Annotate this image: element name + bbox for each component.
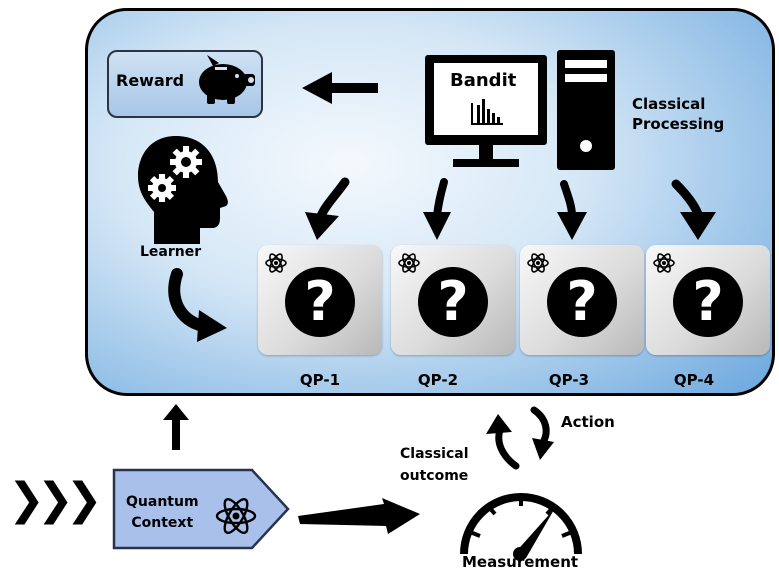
input-chevrons: ❯❯❯ [8, 474, 103, 525]
qp-tile-1: ? [258, 245, 382, 355]
qp-4-label: QP-4 [673, 371, 715, 389]
classical-processing-text: Classical Processing [632, 95, 725, 133]
arrow-to-qp-3 [557, 180, 587, 240]
action-label: Action [561, 413, 615, 431]
monitor-chart-icon [425, 55, 547, 167]
atom-icon [215, 497, 257, 535]
learner-label: Learner [140, 244, 202, 260]
qp-tile-4: ? [646, 245, 770, 355]
arrow-to-qp-2 [423, 178, 451, 240]
arrow-up-to-block [163, 404, 189, 450]
qp-2-label: QP-2 [417, 371, 459, 389]
quantum-context-box [112, 468, 290, 550]
curved-arrow-learner [168, 268, 227, 342]
classical-outcome-label: Classical outcome [400, 446, 469, 484]
atom-icon [398, 253, 420, 273]
question-icon: ? [673, 267, 743, 337]
action-outcome-arrows [486, 406, 554, 470]
qp-1-label: QP-1 [299, 371, 341, 389]
atom-icon [265, 253, 287, 273]
head-gears-icon [138, 136, 228, 244]
arrow-to-reward [302, 72, 378, 104]
question-icon: ? [285, 267, 355, 337]
gauge-icon [460, 493, 582, 561]
atom-icon [653, 253, 675, 273]
piggy-bank-icon [199, 55, 255, 104]
computer-tower-icon [557, 50, 615, 170]
bandit-label: Bandit [450, 70, 517, 91]
atom-icon [527, 253, 549, 273]
qp-tile-3: ? [520, 245, 644, 355]
arrow-to-measurement [298, 498, 420, 534]
question-icon: ? [547, 267, 617, 337]
question-icon: ? [418, 267, 488, 337]
qp-3-label: QP-3 [548, 371, 590, 389]
classical-processing-label: Classical Processing [632, 94, 724, 134]
measurement-label: Measurement [462, 553, 579, 571]
arrow-to-qp-1 [305, 177, 350, 240]
reward-label: Reward [116, 71, 185, 90]
arrow-to-qp-4 [671, 179, 716, 240]
quantum-context-label: Quantum Context [126, 494, 199, 531]
qp-tile-2: ? [391, 245, 515, 355]
